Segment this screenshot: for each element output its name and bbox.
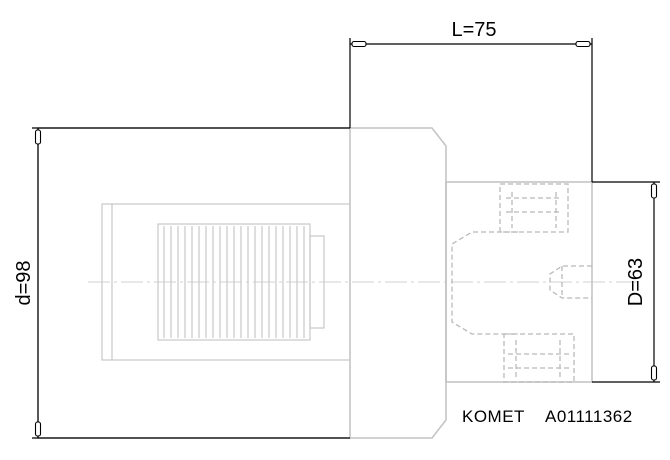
- part-reference: KOMET A01111362: [462, 407, 633, 426]
- bore-diameter-tick-top: [650, 183, 658, 199]
- length-tick-right: [575, 40, 591, 48]
- outer-diameter-tick-top: [34, 129, 42, 145]
- hidden-features: [451, 183, 592, 383]
- dimension-length: L=75: [349, 19, 593, 182]
- flange-collar: [350, 127, 447, 439]
- bore-diameter-label: D=63: [625, 258, 647, 306]
- part-outline: [37, 127, 640, 439]
- bore-diameter-tick-bottom: [650, 365, 658, 381]
- thread-relief: [309, 235, 325, 329]
- top-screw-hole: [499, 183, 569, 233]
- dimension-outer-diameter: d=98: [13, 127, 350, 439]
- length-tick-left: [351, 40, 367, 48]
- axial-pin-hole: [549, 265, 592, 299]
- shank-body: [37, 127, 351, 439]
- outer-diameter-tick-bottom: [34, 421, 42, 437]
- length-label: L=75: [451, 19, 496, 41]
- bottom-screw-hole: [503, 333, 575, 383]
- manufacturer-name: KOMET: [462, 407, 525, 426]
- internal-bore: [101, 203, 351, 361]
- dimension-bore-diameter: D=63: [592, 181, 660, 383]
- inner-cavity: [451, 231, 518, 335]
- outer-diameter-label: d=98: [13, 260, 35, 305]
- part-number: A01111362: [545, 407, 633, 426]
- thread-lines: [163, 226, 305, 338]
